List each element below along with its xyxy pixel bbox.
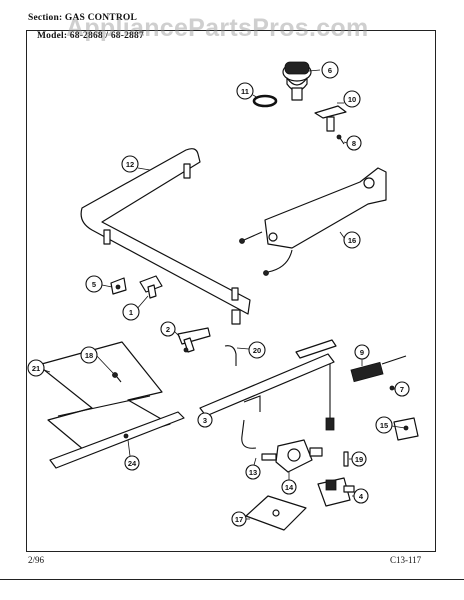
callout-11: 11 bbox=[236, 82, 254, 100]
svg-text:19: 19 bbox=[355, 455, 363, 464]
callout-12: 12 bbox=[121, 155, 139, 173]
diagram-frame bbox=[26, 30, 436, 552]
svg-text:17: 17 bbox=[235, 515, 243, 524]
callout-5: 5 bbox=[85, 275, 103, 293]
part-12-manifold bbox=[80, 148, 251, 325]
part-2-bracket bbox=[177, 327, 211, 353]
svg-text:1: 1 bbox=[129, 308, 133, 317]
callout-2: 2 bbox=[160, 321, 176, 337]
part-4-valve bbox=[317, 477, 355, 507]
callout-21: 21 bbox=[27, 359, 45, 377]
section-title: Section: GAS CONTROL bbox=[28, 13, 138, 23]
callout-13: 13 bbox=[245, 464, 261, 480]
svg-text:3: 3 bbox=[203, 416, 207, 425]
callout-1: 1 bbox=[122, 303, 140, 321]
bottom-divider bbox=[0, 579, 464, 580]
callout-24: 24 bbox=[124, 455, 140, 471]
part-6-valve-cap bbox=[282, 61, 312, 101]
callout-17: 17 bbox=[231, 511, 247, 527]
part-21-shield bbox=[37, 341, 171, 451]
model-label: Model: 68-2868 / 68-2887 bbox=[34, 31, 147, 41]
svg-text:4: 4 bbox=[359, 492, 364, 501]
svg-text:8: 8 bbox=[352, 139, 356, 148]
svg-text:5: 5 bbox=[92, 280, 96, 289]
svg-text:2: 2 bbox=[166, 325, 170, 334]
svg-text:11: 11 bbox=[241, 87, 249, 96]
part-8-screw bbox=[336, 134, 345, 145]
part-16-burner-assembly bbox=[239, 167, 387, 276]
callout-6: 6 bbox=[321, 61, 339, 79]
callout-9: 9 bbox=[354, 344, 370, 360]
callout-20: 20 bbox=[248, 341, 266, 359]
callout-15: 15 bbox=[375, 416, 393, 434]
part-1-orifice bbox=[139, 275, 163, 299]
svg-text:16: 16 bbox=[348, 236, 356, 245]
part-11-o-ring bbox=[252, 94, 278, 108]
revision-date: 2/96 bbox=[28, 555, 45, 565]
callout-14: 14 bbox=[281, 479, 297, 495]
callout-7: 7 bbox=[394, 381, 410, 397]
part-18-screw bbox=[112, 372, 122, 383]
part-20-tube bbox=[224, 345, 237, 366]
callout-8: 8 bbox=[346, 135, 362, 151]
part-7-screw bbox=[389, 385, 395, 391]
diagram-code: C13-117 bbox=[390, 555, 422, 565]
callout-16: 16 bbox=[343, 231, 361, 249]
part-9-igniter bbox=[350, 355, 407, 383]
svg-text:21: 21 bbox=[32, 364, 40, 373]
svg-text:6: 6 bbox=[328, 66, 332, 75]
svg-text:18: 18 bbox=[85, 351, 93, 360]
part-10-bracket bbox=[314, 105, 347, 132]
part-24-bracket-bar bbox=[49, 411, 185, 469]
svg-text:10: 10 bbox=[348, 95, 356, 104]
callout-18: 18 bbox=[80, 346, 98, 364]
svg-text:20: 20 bbox=[253, 346, 261, 355]
part-19-pin bbox=[343, 451, 349, 467]
watermark-logo: AppliancePartsPros.com bbox=[66, 14, 369, 42]
svg-text:14: 14 bbox=[285, 483, 294, 492]
part-15-terminal-block bbox=[393, 417, 419, 441]
part-5-clip bbox=[110, 277, 127, 295]
callout-4: 4 bbox=[353, 488, 369, 504]
part-13-tube bbox=[241, 419, 257, 449]
svg-text:7: 7 bbox=[400, 385, 404, 394]
callout-10: 10 bbox=[343, 90, 361, 108]
svg-text:15: 15 bbox=[380, 421, 388, 430]
callout-19: 19 bbox=[351, 451, 367, 467]
part-3-gas-tube bbox=[199, 339, 337, 431]
svg-text:12: 12 bbox=[126, 160, 134, 169]
svg-text:24: 24 bbox=[128, 459, 137, 468]
leader-lines bbox=[43, 69, 406, 520]
callout-3: 3 bbox=[197, 412, 213, 428]
svg-text:13: 13 bbox=[249, 468, 257, 477]
part-14-regulator bbox=[261, 439, 323, 473]
part-17-mounting-plate bbox=[245, 495, 307, 531]
svg-text:9: 9 bbox=[360, 348, 364, 357]
